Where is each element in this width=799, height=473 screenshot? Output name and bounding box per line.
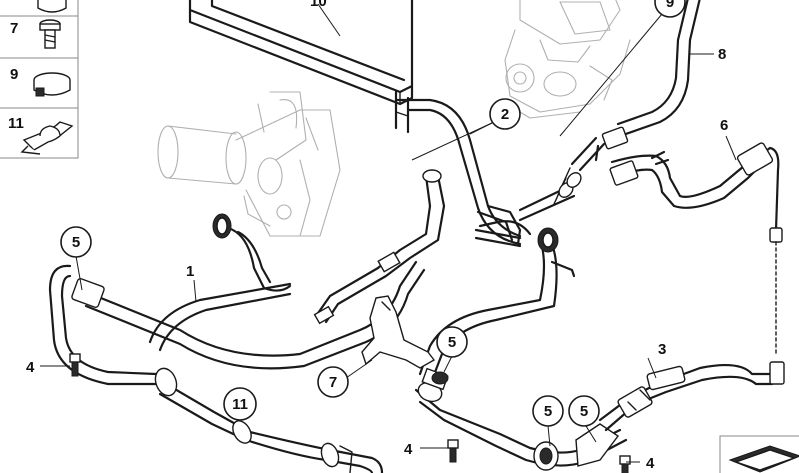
callout-11: 11	[223, 387, 257, 421]
label-8: 8	[718, 46, 726, 63]
ghost-power-steering-pump	[499, 0, 631, 119]
label-4-right: 4	[646, 455, 655, 472]
vehicle-orientation-icon	[719, 435, 799, 473]
hose-clamp-icon	[33, 72, 71, 97]
legend-item-top-icon	[37, 0, 67, 13]
callout-5-left: 5	[60, 226, 92, 258]
label-10: 10	[310, 0, 327, 10]
callout-5-lower-left: 5	[532, 395, 564, 427]
callout-7: 7	[317, 366, 349, 398]
hose-junction-center	[476, 172, 582, 246]
hose-upper-right	[553, 0, 701, 205]
mounting-bracket	[361, 295, 436, 369]
ghost-steering-rack	[157, 91, 341, 237]
suction-hose	[598, 361, 785, 432]
pressure-line-center	[313, 169, 446, 325]
legend-number-7: 7	[10, 20, 18, 37]
legend-number-9: 9	[10, 66, 18, 83]
svg-text:5: 5	[448, 334, 456, 351]
svg-text:7: 7	[329, 374, 337, 391]
bracket-clip-icon	[20, 121, 74, 155]
svg-text:5: 5	[72, 234, 80, 251]
legend-cell-11	[0, 107, 79, 159]
banjo-fitting-rack	[212, 213, 232, 239]
label-1: 1	[186, 263, 194, 280]
label-4-center: 4	[404, 441, 413, 458]
callout-9-top: 9	[654, 0, 686, 18]
legend-number-11: 11	[8, 115, 24, 132]
label-4-left: 4	[26, 359, 35, 376]
hose-line-right	[609, 142, 783, 357]
bolt-icon	[39, 19, 61, 49]
label-3: 3	[658, 341, 666, 358]
svg-text:11: 11	[232, 396, 248, 413]
callout-5-center: 5	[436, 326, 468, 358]
label-6: 6	[720, 117, 728, 134]
legend-cell-7	[0, 15, 79, 59]
pressure-pipe-rack	[148, 213, 292, 352]
leader-lines	[40, 3, 737, 463]
bolt-center	[447, 439, 459, 463]
oil-cooler	[188, 0, 522, 246]
svg-text:5: 5	[544, 403, 552, 420]
callout-5-lower-right: 5	[568, 395, 600, 427]
bolt-left	[69, 353, 81, 377]
callout-2: 2	[489, 98, 521, 130]
bolt-right	[619, 455, 631, 473]
hose-assembly-left	[48, 260, 426, 473]
svg-text:2: 2	[501, 106, 509, 123]
svg-text:9: 9	[666, 0, 674, 11]
banjo-fitting-center	[537, 227, 559, 253]
hose-clip-lower	[431, 371, 449, 385]
parts-legend: 7 9 11	[0, 0, 79, 159]
svg-text:5: 5	[580, 403, 588, 420]
